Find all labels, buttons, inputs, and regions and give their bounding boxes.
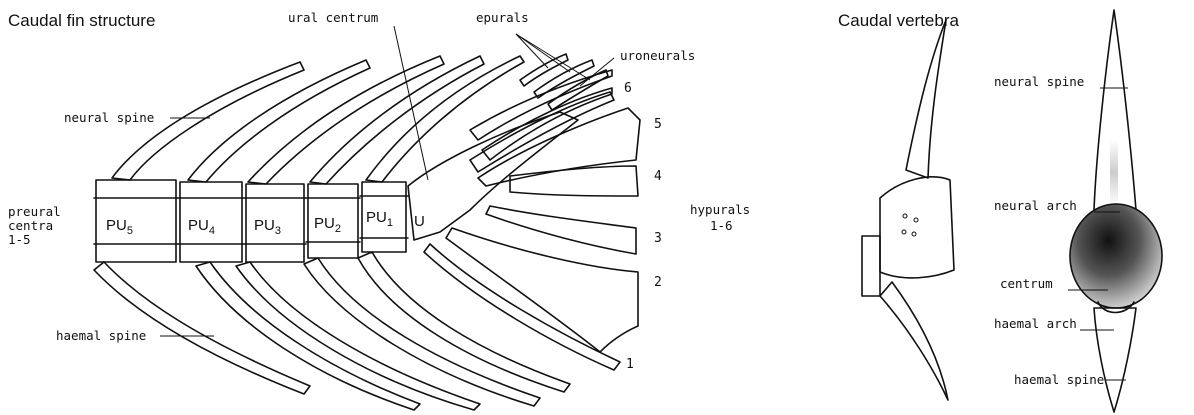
label-uroneurals: uroneurals — [620, 48, 695, 63]
hypurals — [424, 92, 640, 370]
side-foramen-2 — [914, 218, 918, 222]
label-preural-1: preural — [8, 204, 61, 219]
neural-spines — [112, 56, 524, 184]
label-neural-spine: neural spine — [64, 110, 154, 125]
hypural-4 — [510, 166, 638, 196]
label-hypurals-2: 1-6 — [710, 218, 733, 233]
vertebra-side-view — [862, 20, 954, 400]
side-foramen-1 — [903, 214, 907, 218]
label-hypurals-1: hypurals — [690, 202, 750, 217]
leader-ural-centrum — [394, 26, 428, 180]
front-centrum — [1070, 204, 1162, 308]
hypural-5 — [478, 108, 640, 186]
leader-epurals-2 — [516, 34, 570, 72]
left-panel-title: Caudal fin structure — [8, 11, 155, 30]
hypural-2 — [446, 228, 638, 352]
vertebra-front-view — [1070, 10, 1162, 412]
neural-spine-pu1 — [366, 56, 524, 182]
label-ural-centrum: ural centrum — [288, 10, 378, 25]
label-preural-2: centra — [8, 218, 53, 233]
front-haemal-spine — [1094, 308, 1136, 412]
side-centrum — [880, 177, 954, 278]
front-neural-arch-shade — [1110, 140, 1118, 205]
epural-1 — [520, 54, 568, 86]
label-epurals: epurals — [476, 10, 529, 25]
label-v-haemal-spine: haemal spine — [1014, 372, 1104, 387]
vertebra-label-pu5: PU5 — [106, 217, 133, 237]
side-foramen-3 — [902, 230, 906, 234]
hypural-number-2: 2 — [654, 275, 662, 290]
side-neural-spine — [906, 20, 946, 178]
uroneural-1 — [470, 70, 612, 140]
vertebra-label-u: U — [414, 213, 425, 230]
label-preural-3: 1-5 — [8, 232, 31, 247]
uroneural-2 — [482, 88, 612, 160]
hypural-number-1: 1 — [626, 357, 634, 372]
right-panel-title: Caudal vertebra — [838, 11, 960, 30]
hypural-1 — [424, 244, 620, 370]
hypural-number-5: 5 — [654, 117, 662, 132]
neural-spine-pu4 — [188, 60, 370, 182]
label-v-haemal-arch: haemal arch — [994, 316, 1077, 331]
vertebra-label-pu1: PU1 — [366, 209, 393, 229]
hypural-number-4: 4 — [654, 169, 662, 184]
label-haemal-spine: haemal spine — [56, 328, 146, 343]
leader-epurals-3 — [516, 34, 590, 80]
caudal-vertebra-figure: Caudal vertebra — [838, 10, 1162, 412]
side-foramen-4 — [912, 232, 916, 236]
vertebra-label-pu3: PU3 — [254, 217, 281, 237]
side-haemal-spine — [880, 282, 948, 400]
label-v-centrum: centrum — [1000, 276, 1053, 291]
label-v-neural-arch: neural arch — [994, 198, 1077, 213]
vertebral-centra — [94, 180, 408, 262]
hypural-number-3: 3 — [654, 231, 662, 246]
label-v-neural-spine: neural spine — [994, 74, 1084, 89]
side-centrum-cap — [862, 236, 880, 296]
hypural-number-6: 6 — [624, 81, 632, 96]
vertebra-label-pu4: PU4 — [188, 217, 215, 237]
caudal-fin-figure: Caudal fin structure — [8, 10, 750, 410]
vertebra-label-pu2: PU2 — [314, 215, 341, 235]
haemal-spine-pu1 — [358, 252, 570, 392]
